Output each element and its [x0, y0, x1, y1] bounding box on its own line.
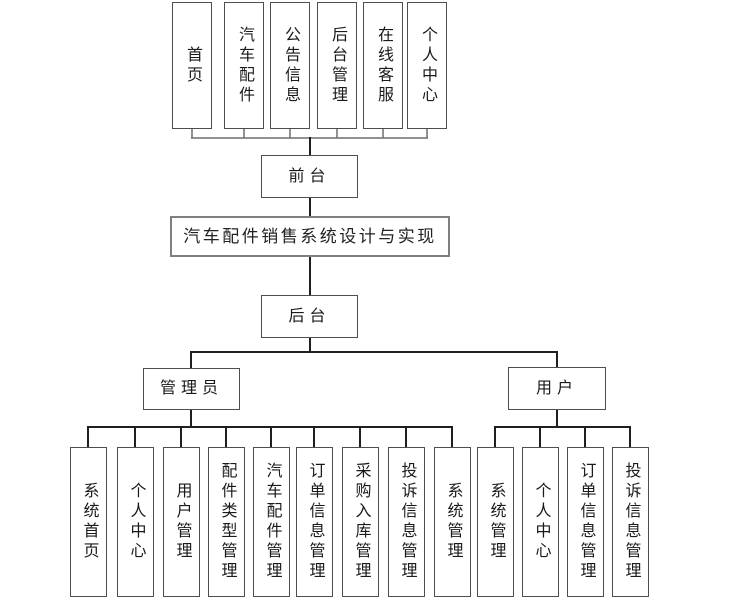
node-front-desk: 前台 [261, 155, 358, 198]
node-system-title: 汽车配件销售系统设计与实现 [170, 216, 450, 257]
node-admin-purchase-inbound-mgmt: 采购入库管理 [342, 447, 379, 597]
node-backend-mgmt: 后台管理 [317, 2, 357, 129]
node-admin-system-home: 系统首页 [70, 447, 107, 597]
node-admin-order-info-mgmt: 订单信息管理 [296, 447, 333, 597]
node-announcements: 公告信息 [270, 2, 310, 129]
node-back-desk: 后台 [261, 295, 358, 338]
node-admin-part-type-mgmt: 配件类型管理 [208, 447, 245, 597]
node-user-complaint-info-mgmt: 投诉信息管理 [612, 447, 649, 597]
node-admin-auto-part-mgmt: 汽车配件管理 [253, 447, 290, 597]
node-auto-parts: 汽车配件 [224, 2, 264, 129]
node-user-system-mgmt: 系统管理 [477, 447, 514, 597]
node-admin-user-mgmt: 用户管理 [163, 447, 200, 597]
node-user-role: 用户 [508, 367, 606, 410]
node-personal-center: 个人中心 [407, 2, 447, 129]
node-home: 首页 [172, 2, 212, 129]
node-admin-role: 管理员 [143, 368, 240, 410]
node-admin-system-mgmt: 系统管理 [434, 447, 471, 597]
node-online-service: 在线客服 [363, 2, 403, 129]
node-user-personal-center: 个人中心 [522, 447, 559, 597]
node-admin-personal-center: 个人中心 [117, 447, 154, 597]
node-user-order-info-mgmt: 订单信息管理 [567, 447, 604, 597]
node-admin-complaint-info-mgmt: 投诉信息管理 [388, 447, 425, 597]
